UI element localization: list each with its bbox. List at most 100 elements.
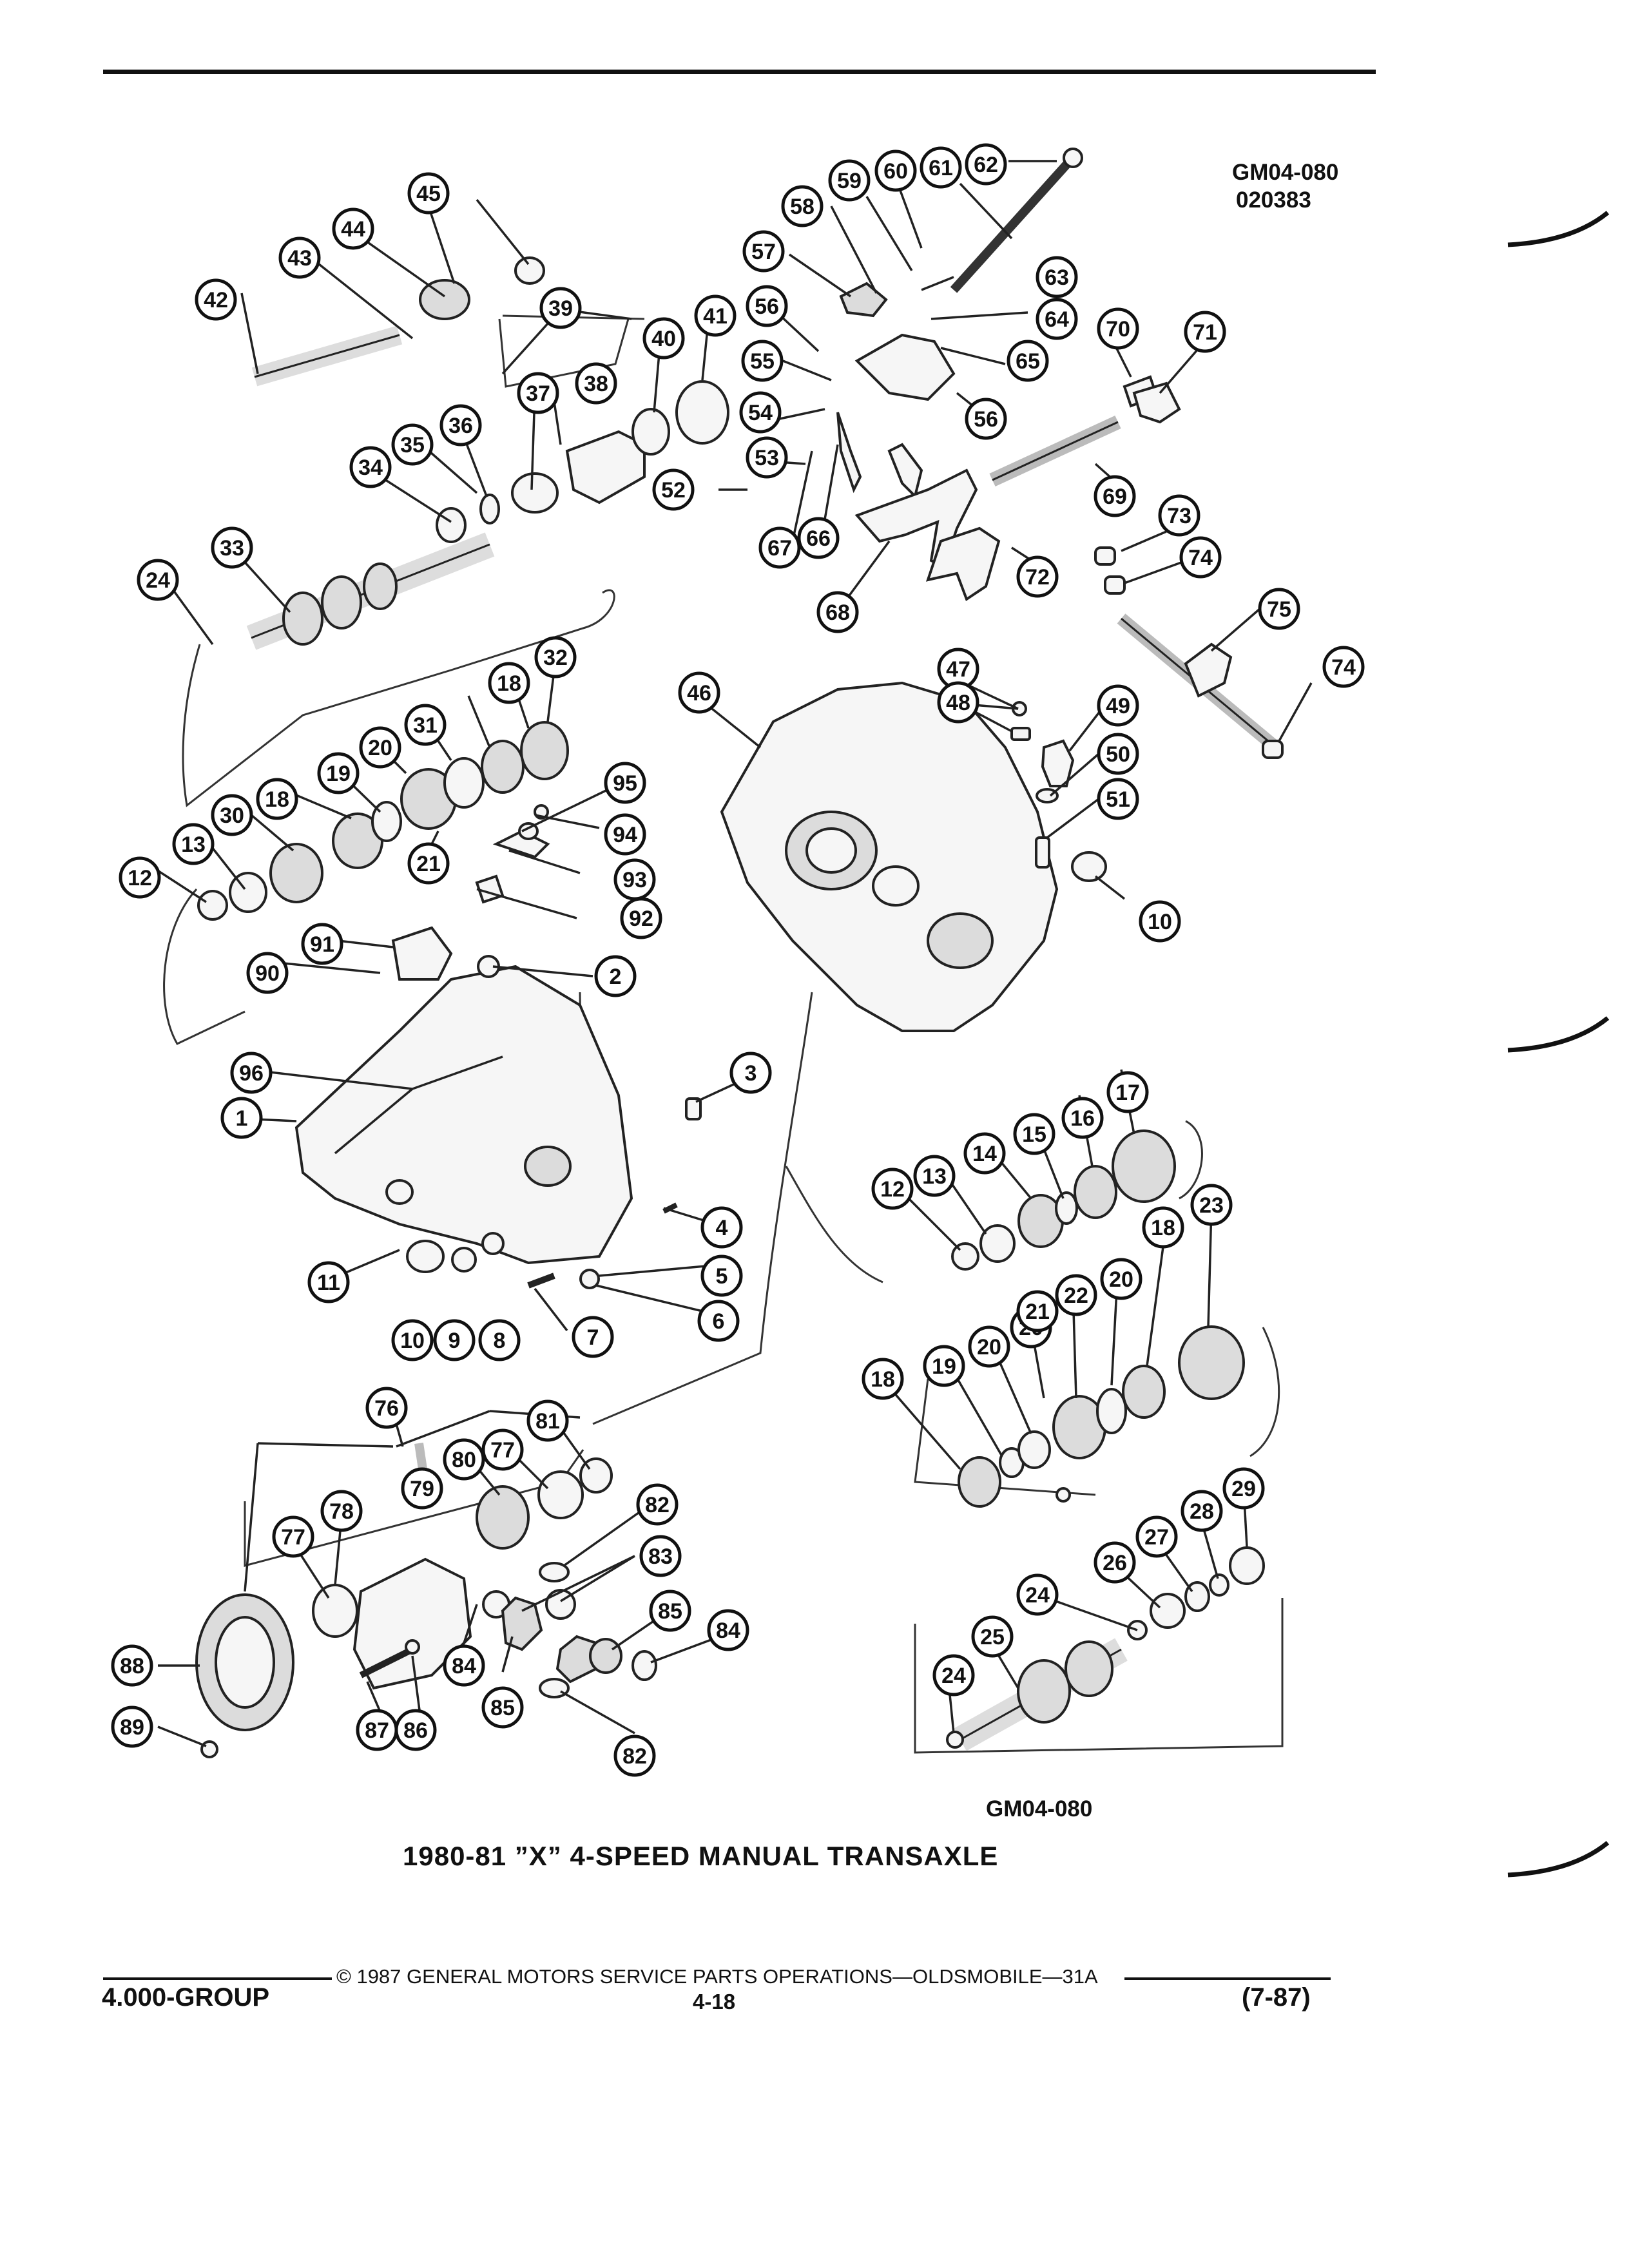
callout-circle (1016, 1573, 1059, 1616)
callout-number: 1 (236, 1106, 248, 1131)
callout-circle (317, 752, 360, 794)
callout-91: 91 (301, 923, 343, 965)
callout-33: 33 (211, 526, 253, 569)
callout-circle (604, 762, 646, 804)
figure-date-header: 020383 (1236, 187, 1311, 213)
callout-circle (937, 681, 979, 724)
callout-circle (694, 294, 737, 337)
callout-number: 44 (341, 217, 365, 242)
callout-number: 51 (1106, 787, 1130, 812)
callout-81: 81 (526, 1399, 569, 1442)
callout-number: 23 (1199, 1193, 1224, 1218)
callout-number: 15 (1022, 1122, 1046, 1147)
callout-80: 80 (443, 1438, 485, 1481)
callout-circle (401, 1467, 443, 1510)
callout-number: 20 (977, 1335, 1001, 1360)
callout-31: 31 (404, 704, 447, 746)
callout-number: 75 (1267, 597, 1291, 622)
callout-46: 46 (678, 671, 720, 714)
callout-circle (1322, 646, 1365, 688)
callout-number: 53 (755, 446, 779, 470)
callout-27: 27 (1135, 1515, 1178, 1558)
callout-circle (1055, 1274, 1097, 1316)
callout-number: 16 (1070, 1106, 1095, 1131)
callout-circle (1158, 494, 1200, 537)
callout-number: 70 (1106, 317, 1130, 341)
callout-29: 29 (1222, 1467, 1265, 1510)
callout-circle (1097, 778, 1139, 820)
callout-number: 4 (716, 1216, 728, 1240)
callout-58: 58 (781, 185, 824, 227)
callout-number: 84 (452, 1654, 476, 1678)
callout-85: 85 (649, 1590, 691, 1632)
binding-marks (1507, 211, 1610, 1878)
callout-21: 21 (1016, 1290, 1059, 1332)
callout-number: 35 (400, 433, 425, 457)
callout-number: 41 (703, 304, 728, 329)
callout-circle (1094, 1541, 1136, 1584)
callout-number: 34 (358, 456, 383, 480)
callout-number: 18 (871, 1367, 895, 1392)
callout-40: 40 (642, 317, 685, 360)
callout-circle (534, 636, 577, 678)
callout-84: 84 (707, 1609, 749, 1651)
callout-circle (1190, 1184, 1233, 1226)
callout-circle (963, 1132, 1006, 1175)
callout-number: 87 (365, 1718, 389, 1743)
callout-circle (746, 436, 788, 479)
callout-circle (594, 955, 637, 997)
callout-circle (1016, 1290, 1059, 1332)
callout-number: 33 (220, 536, 244, 561)
footer-revision: (7-87) (1242, 1983, 1311, 2012)
callout-number: 90 (255, 961, 280, 986)
callout-circle (1007, 340, 1049, 382)
callout-circle (332, 207, 374, 250)
callout-3: 3 (729, 1052, 772, 1094)
callout-number: 48 (946, 691, 970, 715)
callout-number: 45 (416, 182, 441, 206)
callout-number: 19 (932, 1354, 956, 1379)
callout-circle (604, 813, 646, 856)
callout-number: 82 (622, 1744, 647, 1769)
callout-16: 16 (1061, 1097, 1104, 1139)
callout-circle (862, 1358, 904, 1400)
callout-circle (613, 1735, 656, 1777)
footer-rule-right (1124, 1977, 1331, 1980)
callout-circle (349, 446, 392, 488)
callout-circle (1222, 1467, 1265, 1510)
callout-90: 90 (246, 952, 289, 994)
callout-19: 19 (317, 752, 360, 794)
callout-5: 5 (700, 1254, 743, 1297)
callout-circle (439, 404, 482, 447)
callout-number: 58 (790, 195, 815, 219)
callout-circle (923, 1345, 965, 1387)
callout-20: 20 (1100, 1258, 1142, 1300)
callout-number: 2 (610, 965, 622, 989)
callout-number: 77 (490, 1438, 515, 1463)
callout-number: 9 (448, 1329, 461, 1353)
callout-74: 74 (1322, 646, 1365, 688)
callout-number: 13 (181, 832, 206, 857)
callout-23: 23 (1190, 1184, 1233, 1226)
callout-number: 10 (1148, 910, 1172, 934)
callout-number: 88 (120, 1654, 144, 1678)
callout-number: 64 (1045, 307, 1069, 332)
callout-number: 76 (374, 1396, 399, 1421)
callout-number: 85 (490, 1696, 515, 1720)
callout-44: 44 (332, 207, 374, 250)
callout-circle (365, 1387, 408, 1429)
callout-6: 6 (697, 1300, 740, 1342)
callout-number: 57 (751, 240, 776, 264)
callout-circle (707, 1609, 749, 1651)
callout-1: 1 (220, 1097, 263, 1139)
callout-87: 87 (356, 1709, 398, 1751)
callout-number: 84 (716, 1619, 740, 1643)
callout-circle (307, 1261, 350, 1303)
callout-circle (1179, 536, 1222, 579)
callout-circle (920, 146, 962, 189)
callout-77: 77 (481, 1428, 524, 1471)
callout-circle (256, 778, 298, 820)
callout-54: 54 (739, 391, 782, 434)
callout-number: 46 (687, 681, 711, 706)
callout-72: 72 (1016, 555, 1059, 598)
